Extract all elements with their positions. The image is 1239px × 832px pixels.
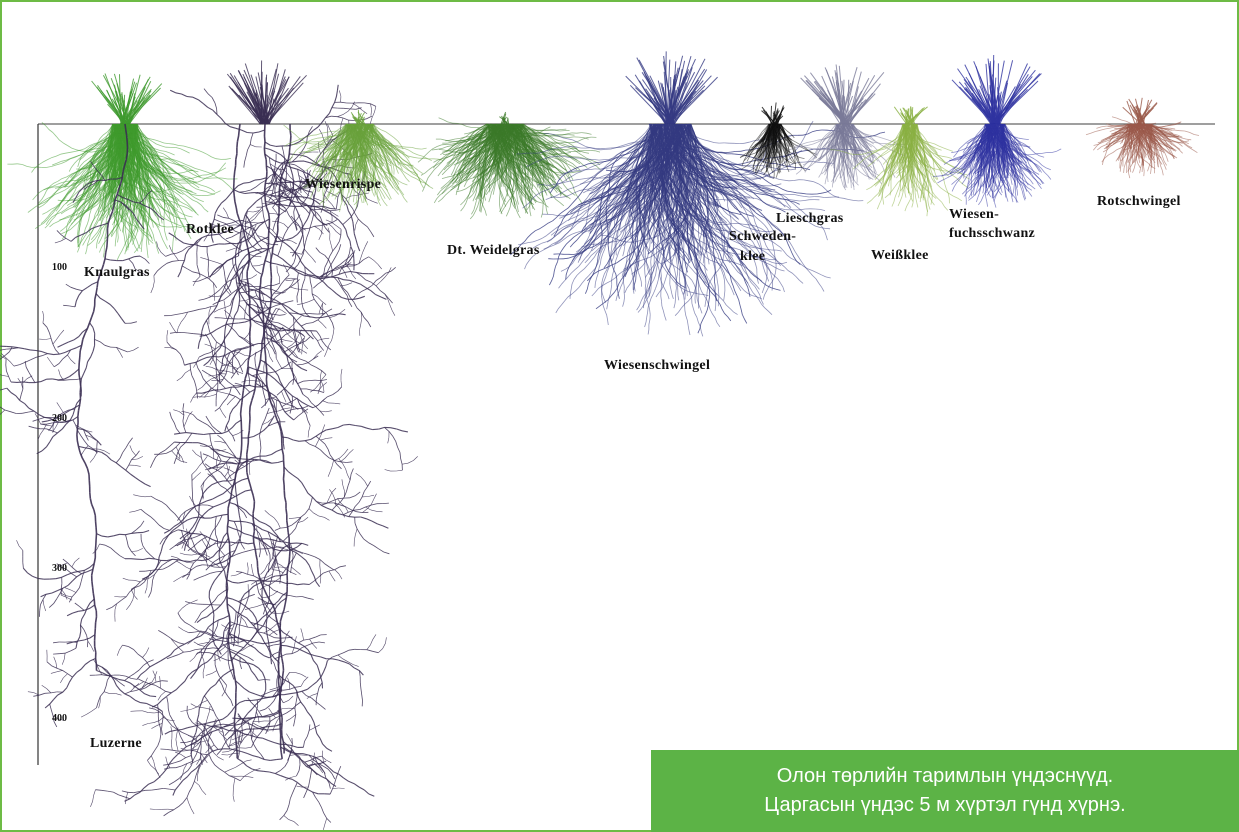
depth-tick-300: 300 xyxy=(52,563,67,574)
label-rotklee: Rotklee xyxy=(186,222,234,238)
label-weissklee: Weißklee xyxy=(871,248,929,264)
label-wiesenfuchsschwanz-line2: fuchsschwanz xyxy=(949,226,1035,242)
depth-tick-100: 100 xyxy=(52,262,67,273)
label-wiesenrispe: Wiesenrispe xyxy=(305,177,381,193)
root-wiesenschwingel xyxy=(510,51,885,336)
root-drawings xyxy=(0,51,1199,830)
label-lieschgras: Lieschgras xyxy=(776,211,844,227)
label-wiesenschwingel: Wiesenschwingel xyxy=(604,358,710,374)
root-rotschwingel xyxy=(1086,98,1199,178)
label-wiesenfuchsschwanz-line1: Wiesen- xyxy=(949,207,999,223)
caption-line-1: Олон төрлийн таримлын үндэснүүд. xyxy=(651,762,1239,791)
root-luzerne xyxy=(0,124,175,735)
label-rotschwingel: Rotschwingel xyxy=(1097,194,1181,210)
label-schwedenklee-line1: Schweden- xyxy=(729,229,796,245)
label-knaulgras: Knaulgras xyxy=(84,265,150,281)
root-wiesenfuchsschwanz xyxy=(933,55,1061,208)
caption-line-2: Царгасын үндэс 5 м хүртэл гүнд хүрнэ. xyxy=(651,791,1239,820)
label-dt-weidelgras: Dt. Weidelgras xyxy=(447,243,540,259)
caption-box: Олон төрлийн таримлын үндэснүүд. Царгасы… xyxy=(651,750,1239,832)
label-schwedenklee-line2: klee xyxy=(740,249,765,265)
depth-tick-400: 400 xyxy=(52,713,67,724)
depth-tick-200: 200 xyxy=(52,413,67,424)
label-luzerne: Luzerne xyxy=(90,736,142,752)
